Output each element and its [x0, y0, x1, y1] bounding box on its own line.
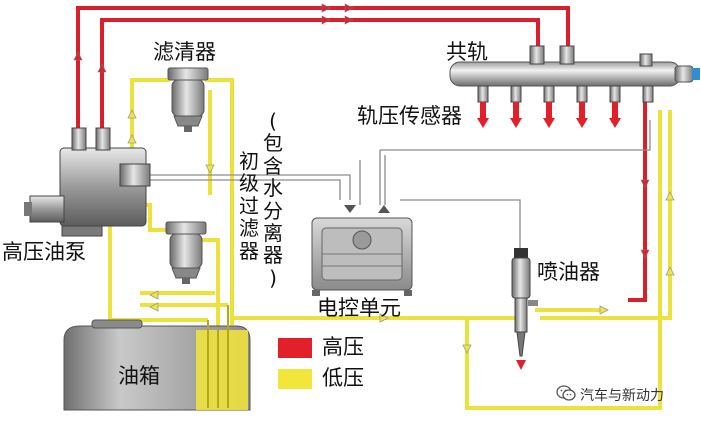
- prefilter-char: 分: [263, 198, 283, 223]
- prefilter-char: 器: [263, 243, 283, 268]
- filter-label: 滤清器: [153, 40, 216, 64]
- upper-filter: [167, 67, 209, 132]
- low-pressure-arrows: [127, 109, 675, 354]
- prefilter-title-vertical: 初 级 过 滤 器: [238, 150, 260, 262]
- high-pressure-pump: [24, 127, 151, 237]
- prefilter-char: 离: [263, 220, 283, 245]
- tank-label: 油箱: [118, 364, 160, 388]
- prefilter-char: 含: [263, 153, 283, 178]
- injector-label: 喷油器: [537, 260, 600, 284]
- legend-high-swatch: [278, 338, 312, 358]
- injector-unit: [511, 248, 538, 357]
- prefilter-title-char: 滤: [239, 216, 259, 241]
- pump-label: 高压油泵: [2, 240, 86, 264]
- prefilter-note-vertical: ( 包 含 水 分 离 器 ): [262, 109, 284, 290]
- high-pressure-arrows: [73, 3, 650, 259]
- rail-outlet-arrows: [477, 102, 621, 128]
- legend-low-swatch: [278, 369, 312, 389]
- prefilter-char: (: [269, 109, 277, 133]
- fuel-tank: [63, 305, 251, 411]
- prefilter-title-char: 器: [239, 238, 259, 263]
- ecu-input-arrow: [344, 205, 356, 213]
- legend-high-label: 高压: [322, 335, 364, 359]
- ecu-label: 电控单元: [317, 296, 401, 320]
- wechat-icon: [556, 384, 576, 402]
- ecu-unit: [311, 217, 413, 296]
- prefilter-char: ): [269, 265, 277, 290]
- injection-arrow: [516, 360, 526, 370]
- signal-lines: [150, 120, 651, 255]
- prefilter-char: 包: [263, 131, 283, 156]
- prefilter-title-char: 级: [239, 171, 259, 196]
- lower-filter: [165, 221, 207, 284]
- rail-label: 共轨: [446, 40, 488, 64]
- ecu-output-arrow: [378, 205, 390, 213]
- prefilter-title-char: 过: [239, 193, 259, 218]
- common-rail: [449, 45, 700, 87]
- prefilter-char: 水: [263, 176, 283, 201]
- legend-low-label: 低压: [322, 366, 364, 390]
- rail-sensor-label: 轨压传感器: [357, 104, 462, 128]
- watermark-text: 汽车与新动力: [580, 388, 664, 404]
- rail-outlets: [477, 85, 654, 103]
- prefilter-title-char: 初: [239, 149, 259, 173]
